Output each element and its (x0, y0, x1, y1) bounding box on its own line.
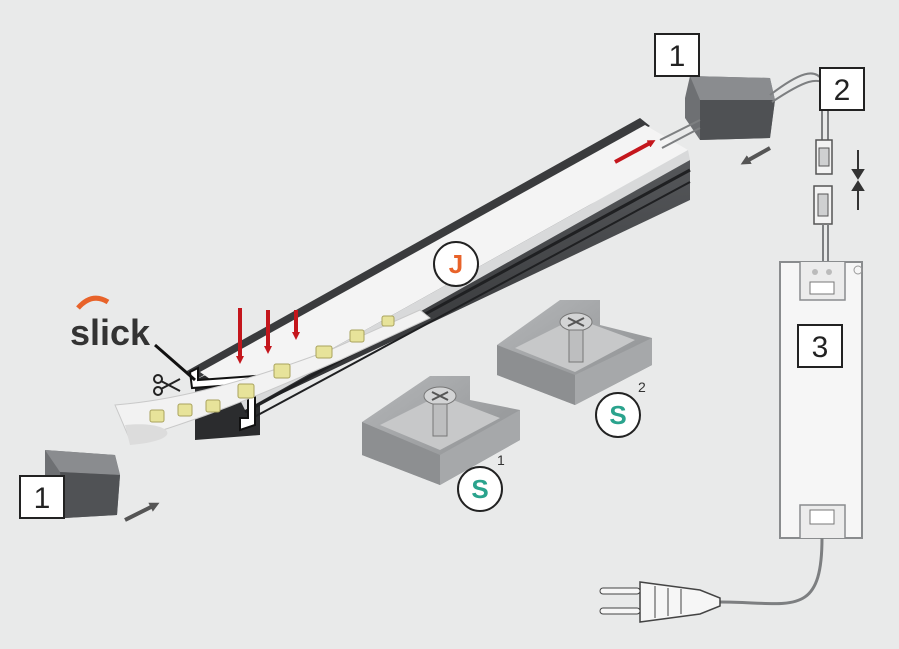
led-chip (381, 315, 395, 327)
mains-cable (719, 537, 824, 606)
plug-icon (599, 581, 721, 623)
svg-text:S: S (609, 400, 626, 430)
end-cap-top (685, 76, 775, 140)
end-cap-bottom-arrow (124, 502, 160, 522)
press-arrows (236, 308, 300, 364)
led-chip (237, 383, 255, 399)
svg-text:2: 2 (834, 74, 851, 107)
end-cap-bottom (45, 450, 120, 518)
led-chip (177, 403, 193, 417)
led-chip (273, 363, 291, 379)
mount-badge-2: S 2 (595, 379, 646, 438)
mounting-bracket-2 (497, 300, 652, 405)
svg-text:3: 3 (812, 331, 829, 364)
logo-text: slick (70, 312, 151, 353)
svg-text:1: 1 (669, 40, 686, 73)
profile-badge: J (433, 241, 479, 287)
power-supply (779, 261, 863, 539)
screw (559, 312, 593, 363)
connector (813, 139, 833, 262)
label-end-cap-top: 1 (654, 33, 700, 77)
svg-text:S: S (471, 474, 488, 504)
label-power-supply: 3 (797, 324, 843, 368)
led-strip (114, 309, 431, 445)
svg-text:2: 2 (638, 379, 646, 395)
led-chip (315, 345, 333, 359)
mounting-bracket-1 (362, 376, 520, 485)
mount-badge-1: S 1 (457, 452, 505, 512)
slide-diffuser-arrow (614, 140, 656, 164)
logo-pointer-line (154, 343, 196, 382)
led-chip (349, 329, 365, 343)
svg-text:1: 1 (497, 452, 505, 468)
slick-logo: slick (70, 295, 196, 382)
label-connector: 2 (819, 67, 865, 111)
connect-arrows (851, 150, 865, 210)
led-chip (205, 399, 221, 413)
led-chip (149, 409, 165, 423)
scissors-icon (153, 374, 181, 396)
svg-text:J: J (449, 249, 463, 279)
screw (423, 386, 457, 437)
svg-text:1: 1 (34, 482, 51, 515)
end-cap-top-arrow (740, 146, 771, 165)
label-end-cap-bottom: 1 (19, 475, 65, 519)
